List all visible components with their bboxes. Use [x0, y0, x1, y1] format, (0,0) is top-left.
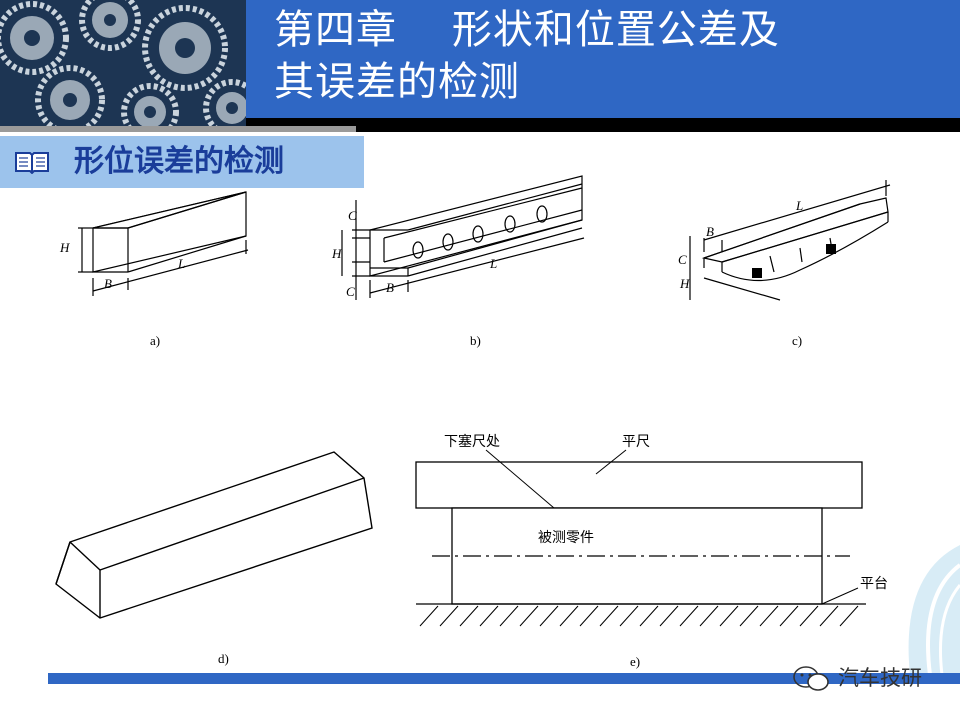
gears-image — [0, 0, 246, 126]
dim-H-c: H — [679, 276, 690, 291]
dim-B-c: B — [706, 224, 714, 239]
book-icon — [15, 152, 49, 174]
label-feeler: 下塞尺处 — [444, 433, 500, 450]
dim-B-a: B — [104, 276, 112, 291]
section-title: 形位误差的检测 — [74, 144, 284, 179]
figure-b — [341, 175, 585, 300]
footer-bar — [48, 673, 960, 684]
gears-underline — [0, 126, 356, 132]
caption-d: d) — [218, 651, 229, 666]
figure-e — [415, 449, 866, 627]
dim-H-a: H — [59, 240, 70, 255]
caption-e: e) — [630, 654, 640, 669]
dim-L-c: L — [795, 198, 803, 213]
title-line-2: 其误差的检测 — [274, 59, 520, 105]
section-heading: 形位误差的检测 — [0, 136, 364, 188]
title-underline — [246, 118, 960, 132]
caption-b: b) — [470, 333, 481, 348]
dim-B-b: B — [386, 280, 394, 295]
label-platform: 平台 — [860, 576, 888, 592]
header: 第四章 形状和位置公差及 其误差的检测 — [0, 0, 960, 132]
dim-L-a: L — [177, 256, 185, 271]
dim-H-b: H — [331, 246, 342, 261]
caption-c: c) — [792, 333, 802, 348]
title-bar — [246, 0, 960, 118]
page-title: 第四章 形状和位置公差及 其误差的检测 — [274, 4, 934, 108]
dim-C-c: C — [678, 252, 687, 267]
wechat-icon — [793, 666, 829, 691]
figure-d — [55, 451, 373, 619]
corner-decoration — [908, 545, 960, 675]
figure-a — [78, 191, 249, 296]
dim-C-b-bottom: C — [346, 284, 355, 299]
label-straightedge: 平尺 — [622, 434, 650, 450]
title-line-1: 第四章 形状和位置公差及 — [274, 7, 780, 53]
caption-a: a) — [150, 333, 160, 348]
dim-L-b: L — [489, 256, 497, 271]
label-part: 被测零件 — [538, 530, 594, 546]
figure-c — [689, 180, 891, 301]
dim-C-b-top: C — [348, 208, 357, 223]
watermark-text: 汽车技研 — [838, 666, 922, 690]
